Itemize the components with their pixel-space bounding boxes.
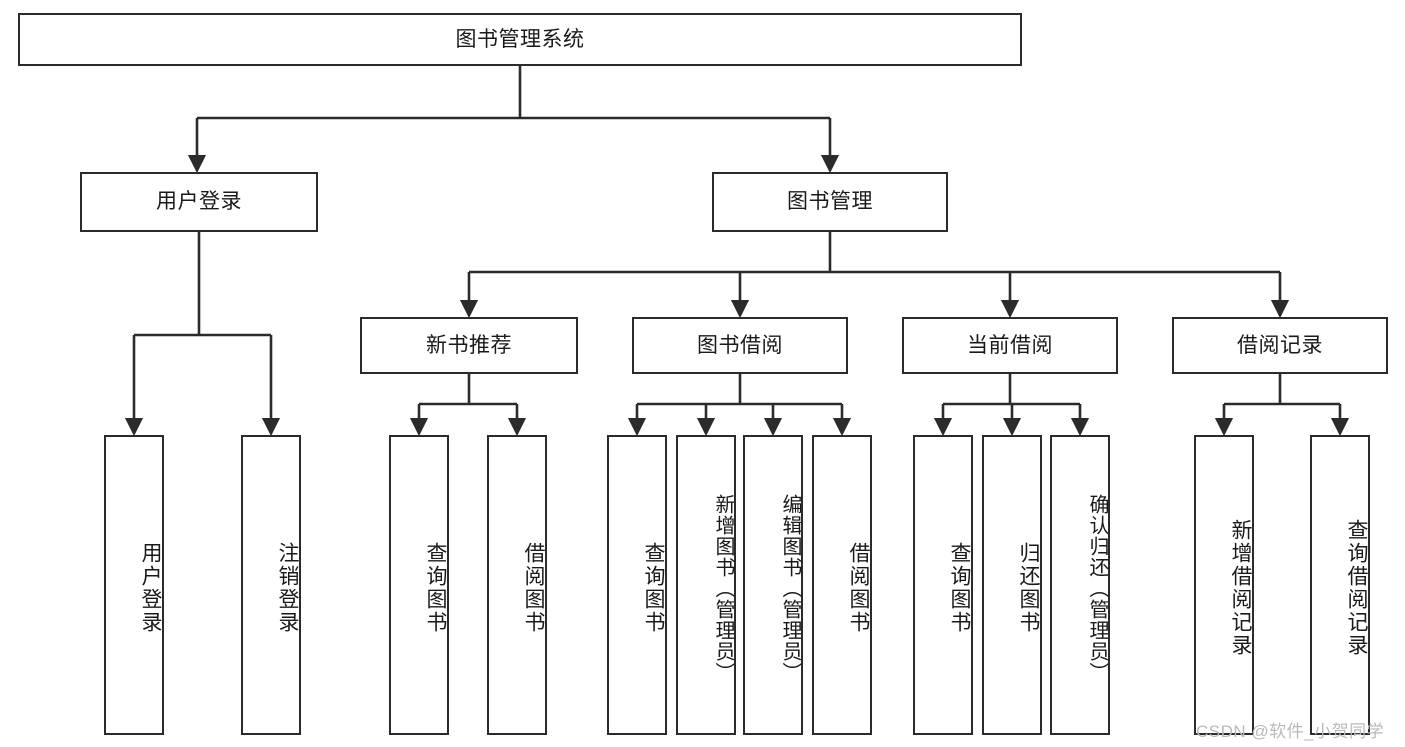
leaf-confirm-return-admin[interactable]: 确认归还（管理员）: [1050, 435, 1110, 735]
leaf-borrow-book[interactable]: 借阅图书: [812, 435, 872, 735]
leaf-query-borrow-record[interactable]: 查询借阅记录: [1310, 435, 1370, 735]
node-new-book-recommend[interactable]: 新书推荐: [360, 317, 578, 374]
leaf-user-login[interactable]: 用户登录: [104, 435, 164, 735]
leaf-add-borrow-record[interactable]: 新增借阅记录: [1194, 435, 1254, 735]
node-current-borrow[interactable]: 当前借阅: [902, 317, 1118, 374]
node-borrow-record[interactable]: 借阅记录: [1172, 317, 1388, 374]
node-root[interactable]: 图书管理系统: [18, 13, 1022, 66]
leaf-return-book[interactable]: 归还图书: [982, 435, 1042, 735]
leaf-edit-book-admin[interactable]: 编辑图书（管理员）: [743, 435, 803, 735]
node-user-login[interactable]: 用户登录: [80, 172, 318, 232]
node-book-borrow[interactable]: 图书借阅: [632, 317, 848, 374]
csdn-watermark: CSDN @软件_小贺同学: [1196, 722, 1385, 741]
leaf-add-book-admin[interactable]: 新增图书（管理员）: [676, 435, 736, 735]
node-book-management[interactable]: 图书管理: [712, 172, 948, 232]
leaf-query-book-borrow[interactable]: 查询图书: [607, 435, 667, 735]
leaf-borrow-book-new[interactable]: 借阅图书: [487, 435, 547, 735]
leaf-logout-login[interactable]: 注销登录: [241, 435, 301, 735]
leaf-query-book-new[interactable]: 查询图书: [389, 435, 449, 735]
leaf-query-book-current[interactable]: 查询图书: [913, 435, 973, 735]
